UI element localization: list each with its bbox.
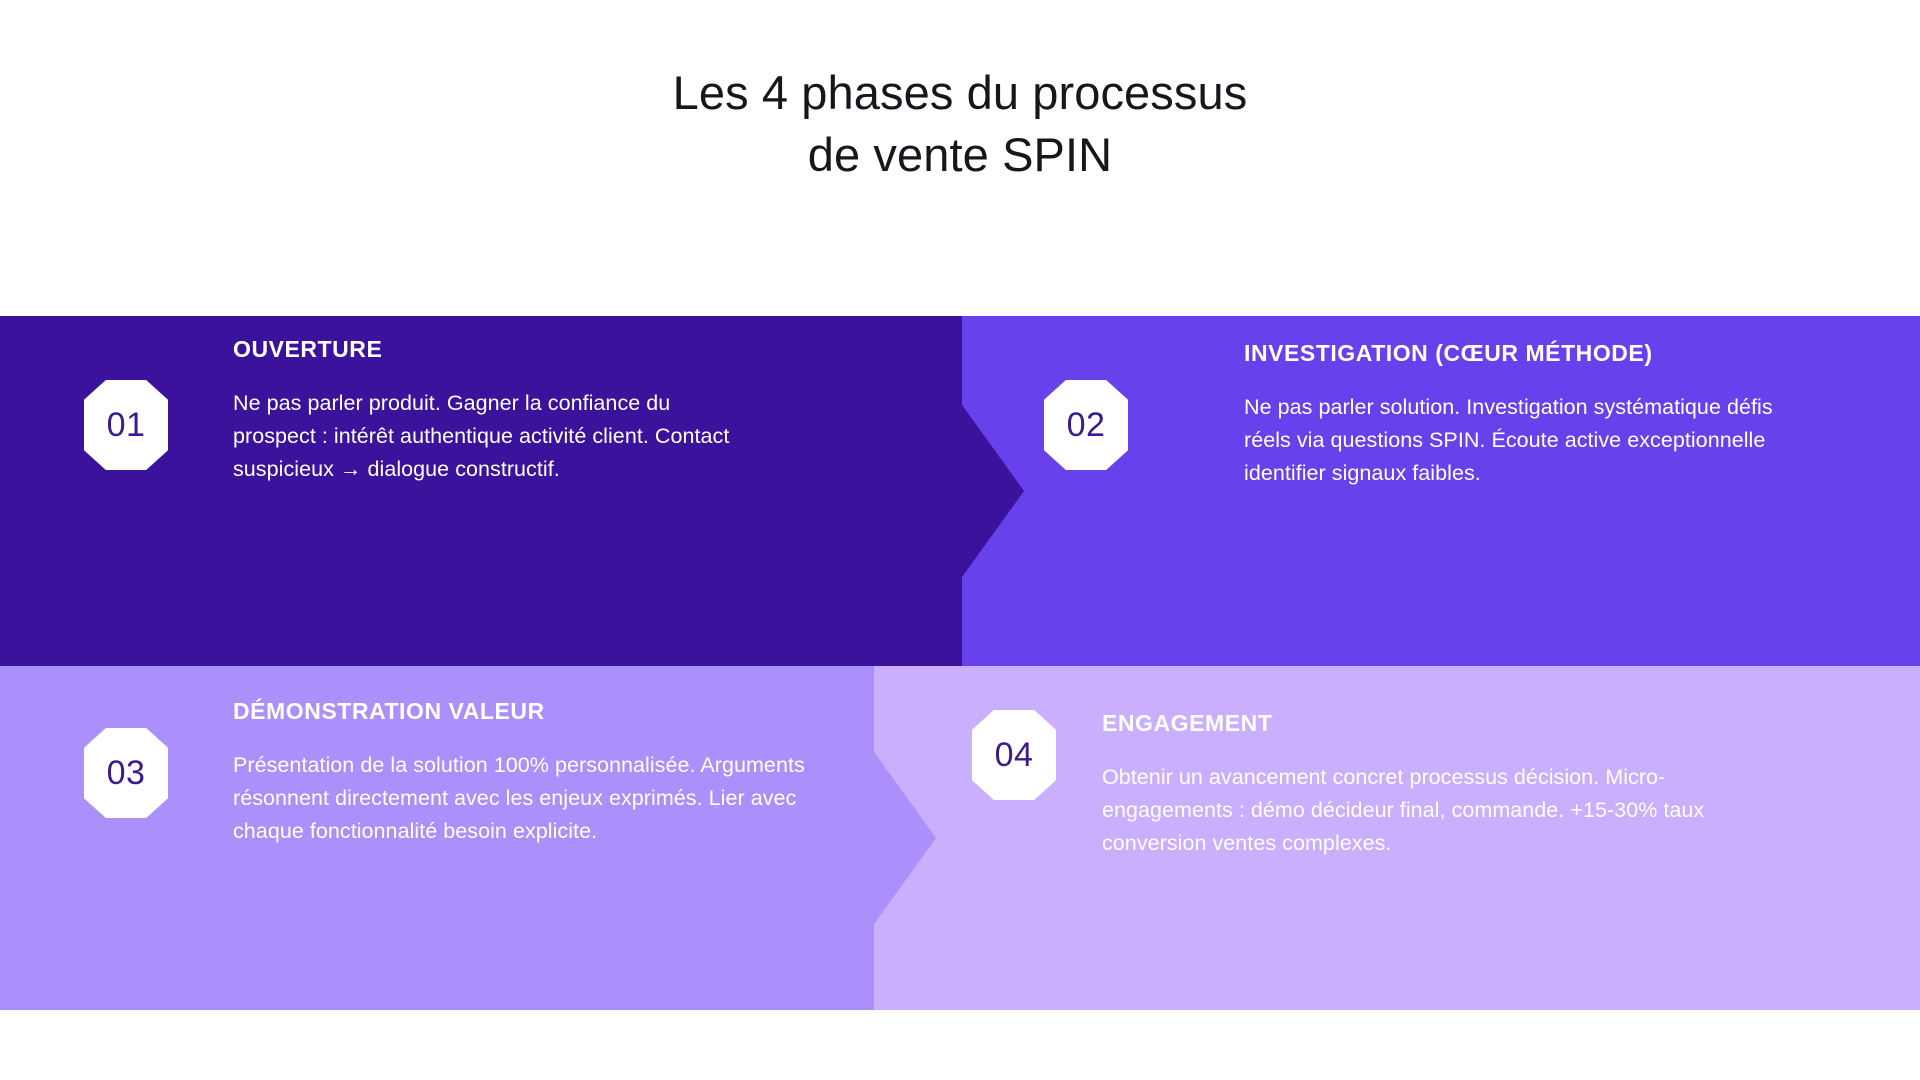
phase-description-01: Ne pas parler produit. Gagner la confian…: [233, 390, 730, 482]
chevron-right-icon: [874, 752, 936, 924]
phase-content-03: DÉMONSTRATION VALEUR Présentation de la …: [233, 696, 833, 849]
phase-number-label-03: 03: [106, 753, 146, 792]
phase-heading-04: ENGAGEMENT: [1102, 710, 1273, 736]
phase-number-badge-02: 02: [1044, 380, 1128, 470]
phase-heading-02: INVESTIGATION (CŒUR MÉTHODE): [1244, 340, 1653, 366]
chevron-right-icon: [962, 405, 1024, 577]
phase-heading-03: DÉMONSTRATION VALEUR: [233, 698, 545, 724]
phase-description-02: Ne pas parler solution. Investigation sy…: [1244, 394, 1773, 486]
phase-number-badge-03: 03: [84, 728, 168, 818]
phase-description-03: Présentation de la solution 100% personn…: [233, 752, 805, 844]
phase-card-04[interactable]: 04 ENGAGEMENT Obtenir un avancement conc…: [874, 666, 1920, 1010]
phase-number-label-01: 01: [106, 405, 146, 444]
phase-card-03[interactable]: 03 DÉMONSTRATION VALEUR Présentation de …: [0, 666, 936, 1010]
title-section: Les 4 phases du processus de vente SPIN: [0, 0, 1920, 316]
page-title-line-2: de vente SPIN: [807, 128, 1113, 182]
phase-number-badge-01: 01: [84, 380, 168, 470]
phase-card-02[interactable]: 02 INVESTIGATION (CŒUR MÉTHODE) Ne pas p…: [962, 316, 1920, 666]
phase-number-label-04: 04: [994, 735, 1034, 774]
phase-card-01[interactable]: 01 OUVERTURE Ne pas parler produit. Gagn…: [0, 316, 1024, 666]
page-title: Les 4 phases du processus de vente SPIN: [673, 62, 1248, 186]
phase-number-label-02: 02: [1066, 405, 1106, 444]
phase-heading-01: OUVERTURE: [233, 336, 383, 362]
phase-number-badge-04: 04: [972, 710, 1056, 800]
phase-content-02: INVESTIGATION (CŒUR MÉTHODE) Ne pas parl…: [1244, 338, 1804, 491]
phase-content-01: OUVERTURE Ne pas parler produit. Gagner …: [233, 334, 738, 487]
phase-content-04: ENGAGEMENT Obtenir un avancement concret…: [1102, 708, 1782, 861]
page-title-line-1: Les 4 phases du processus: [672, 66, 1248, 119]
phase-grid: 01 OUVERTURE Ne pas parler produit. Gagn…: [0, 316, 1920, 1010]
phase-description-04: Obtenir un avancement concret processus …: [1102, 764, 1705, 856]
